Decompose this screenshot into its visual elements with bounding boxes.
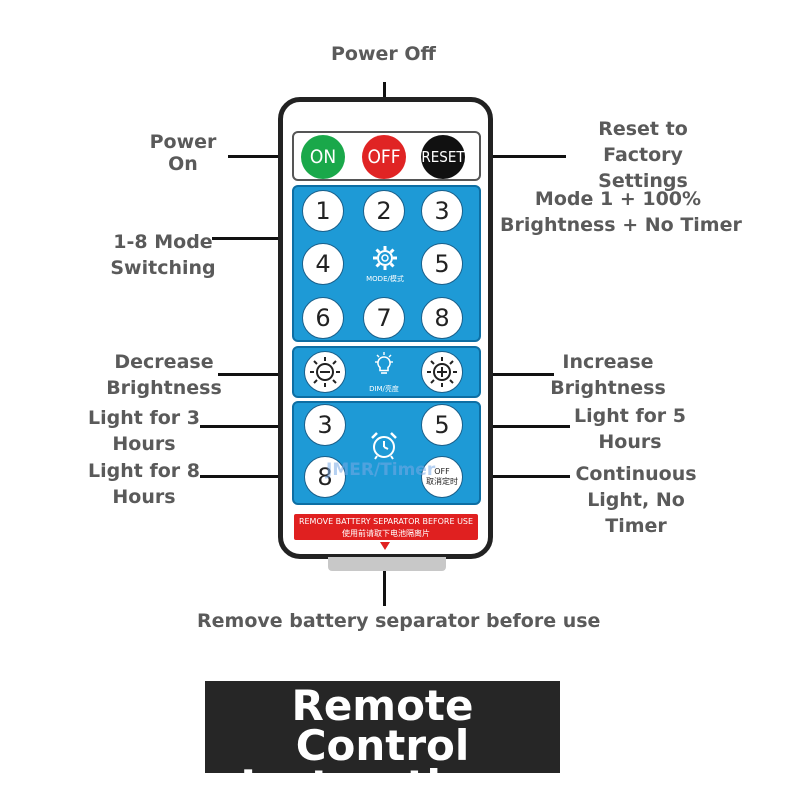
label-mode-switching-l1: 1-8 Mode [113,231,213,253]
sun-plus-icon [427,357,457,387]
label-continuous-l3: Timer [605,515,667,537]
timer-5h-button[interactable]: 5 [421,404,463,446]
bulb-icon [375,352,393,374]
sun-minus-icon [310,357,340,387]
label-mode-switching-l2: Switching [110,257,216,279]
label-light5: Light for 5 Hours [568,403,692,455]
label-continuous: Continuous Light, No Timer [570,461,702,539]
timer-off-label-cn: 取消定时 [426,477,458,486]
mode-1-button[interactable]: 1 [302,190,344,232]
timer-8h-button[interactable]: 8 [304,456,346,498]
label-light5-l1: Light for 5 [574,405,686,427]
timer-off-button[interactable]: OFF 取消定时 [421,456,463,498]
page-title-l2: Instructions [240,761,525,810]
label-remove-separator: Remove battery separator before use [197,610,601,632]
title-box [205,681,560,773]
mode-2-button[interactable]: 2 [363,190,405,232]
mode-3-button[interactable]: 3 [421,190,463,232]
battery-separator-tab[interactable] [328,557,446,571]
separator-line [383,568,386,606]
gear-icon [373,246,397,270]
light8-line [200,475,304,478]
label-mode-one-l2: Brightness + No Timer [500,214,742,236]
light5-line [462,425,570,428]
decrease-line [218,373,304,376]
label-continuous-l2: Light, No [587,489,685,511]
off-button[interactable]: OFF [362,135,406,179]
label-light8: Light for 8 Hours [82,458,206,510]
label-decrease: Decrease Brightness [100,349,228,401]
label-light5-l2: Hours [598,431,662,453]
label-reset-l3: Settings [598,170,688,192]
label-reset: Reset to Factory Settings [576,116,710,194]
label-power-on: Power On [143,131,223,175]
label-light3-l2: Hours [112,433,176,455]
label-decrease-l2: Brightness [106,377,222,399]
mode-4-button[interactable]: 4 [302,243,344,285]
watermark: JMER/Timer [326,460,436,480]
increase-line [462,373,554,376]
label-light3-l1: Light for 3 [88,407,200,429]
label-mode-one-l1: Mode 1 + 100% [534,188,702,210]
label-increase-l2: Brightness [550,377,666,399]
arrow-down-icon [380,542,390,550]
increase-brightness-button[interactable] [421,351,463,393]
label-light8-l1: Light for 8 [88,460,200,482]
label-continuous-l1: Continuous [575,463,697,485]
warning-strip: REMOVE BATTERY SEPARATOR BEFORE USE 使用前请… [294,514,478,540]
label-mode-switching: 1-8 Mode Switching [104,229,222,281]
dim-caption: DIM/亮度 [369,385,399,393]
power-on-line [228,155,306,158]
page-title: Remote Control Instructions [205,681,560,810]
reset-button[interactable]: RESET [421,135,465,179]
timer-off-label: OFF [434,467,450,476]
decrease-brightness-button[interactable] [304,351,346,393]
mode-line [212,237,302,240]
light3-line [200,425,304,428]
timer-3h-button[interactable]: 3 [304,404,346,446]
reset-line [466,155,566,158]
on-button[interactable]: ON [301,135,345,179]
mode-caption: MODE/模式 [366,275,404,283]
label-reset-l1: Reset to [598,118,688,140]
warning-text-cn: 使用前请取下电池隔离片 [342,529,430,538]
label-decrease-l1: Decrease [114,351,214,373]
label-power-on-l1: Power [149,131,217,153]
label-power-on-l2: On [168,153,198,175]
mode-8-button[interactable]: 8 [421,297,463,339]
label-reset-l2: Factory [603,144,683,166]
page-title-l1: Remote Control [291,681,474,770]
mode-5-button[interactable]: 5 [421,243,463,285]
label-light8-l2: Hours [112,486,176,508]
label-light3: Light for 3 Hours [82,405,206,457]
label-increase: Increase Brightness [544,349,672,401]
mode-6-button[interactable]: 6 [302,297,344,339]
label-power-off: Power Off [331,43,436,65]
warning-text-en: REMOVE BATTERY SEPARATOR BEFORE USE [298,517,474,526]
label-mode-one: Mode 1 + 100% Brightness + No Timer [500,186,742,238]
mode-7-button[interactable]: 7 [363,297,405,339]
label-increase-l1: Increase [562,351,654,373]
alarm-clock-icon [371,432,397,460]
continuous-line [462,475,570,478]
